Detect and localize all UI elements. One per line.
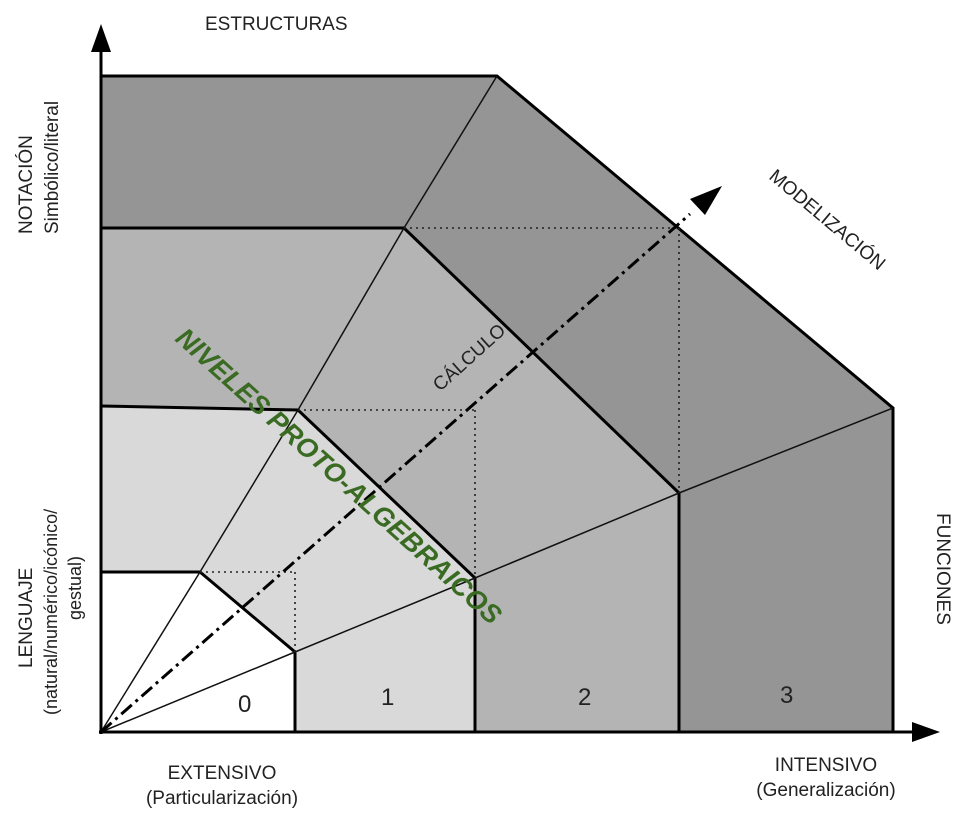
level-label-2: 2 xyxy=(578,684,591,711)
dotted-guides xyxy=(200,227,680,652)
generalizacion-label: (Generalización) xyxy=(756,780,895,801)
lenguaje-label: LENGUAJE xyxy=(16,568,37,668)
level-boundary-2 xyxy=(101,226,681,732)
x-axis-arrow-icon xyxy=(912,722,940,742)
level-label-3: 3 xyxy=(780,682,793,709)
modelizacion-arrow-icon xyxy=(690,186,722,215)
level-boundary-0 xyxy=(101,570,297,732)
particularizacion-label: (Particularización) xyxy=(146,788,298,809)
level-boundary-1 xyxy=(100,404,477,732)
level-label-1: 1 xyxy=(381,684,394,711)
level-boundary-3 xyxy=(101,74,895,732)
extensivo-label: EXTENSIVO xyxy=(168,763,277,784)
modelizacion-diagonal xyxy=(100,212,691,734)
ray-lines xyxy=(100,75,894,733)
level-label-0: 0 xyxy=(238,691,251,718)
y-axis-arrow-icon xyxy=(91,24,111,52)
modelizacion-label: MODELIZACIÓN xyxy=(765,165,890,275)
simbolico-literal-label: Simbólico/literal xyxy=(42,101,63,234)
estructuras-label: ESTRUCTURAS xyxy=(205,14,348,35)
lenguaje-detail-label: (natural/numérico/icónico/ xyxy=(41,509,61,715)
notacion-label: NOTACIÓN xyxy=(15,135,37,234)
gestual-label: gestual) xyxy=(65,556,85,620)
intensivo-label: INTENSIVO xyxy=(775,755,877,776)
funciones-label: FUNCIONES xyxy=(932,513,953,625)
